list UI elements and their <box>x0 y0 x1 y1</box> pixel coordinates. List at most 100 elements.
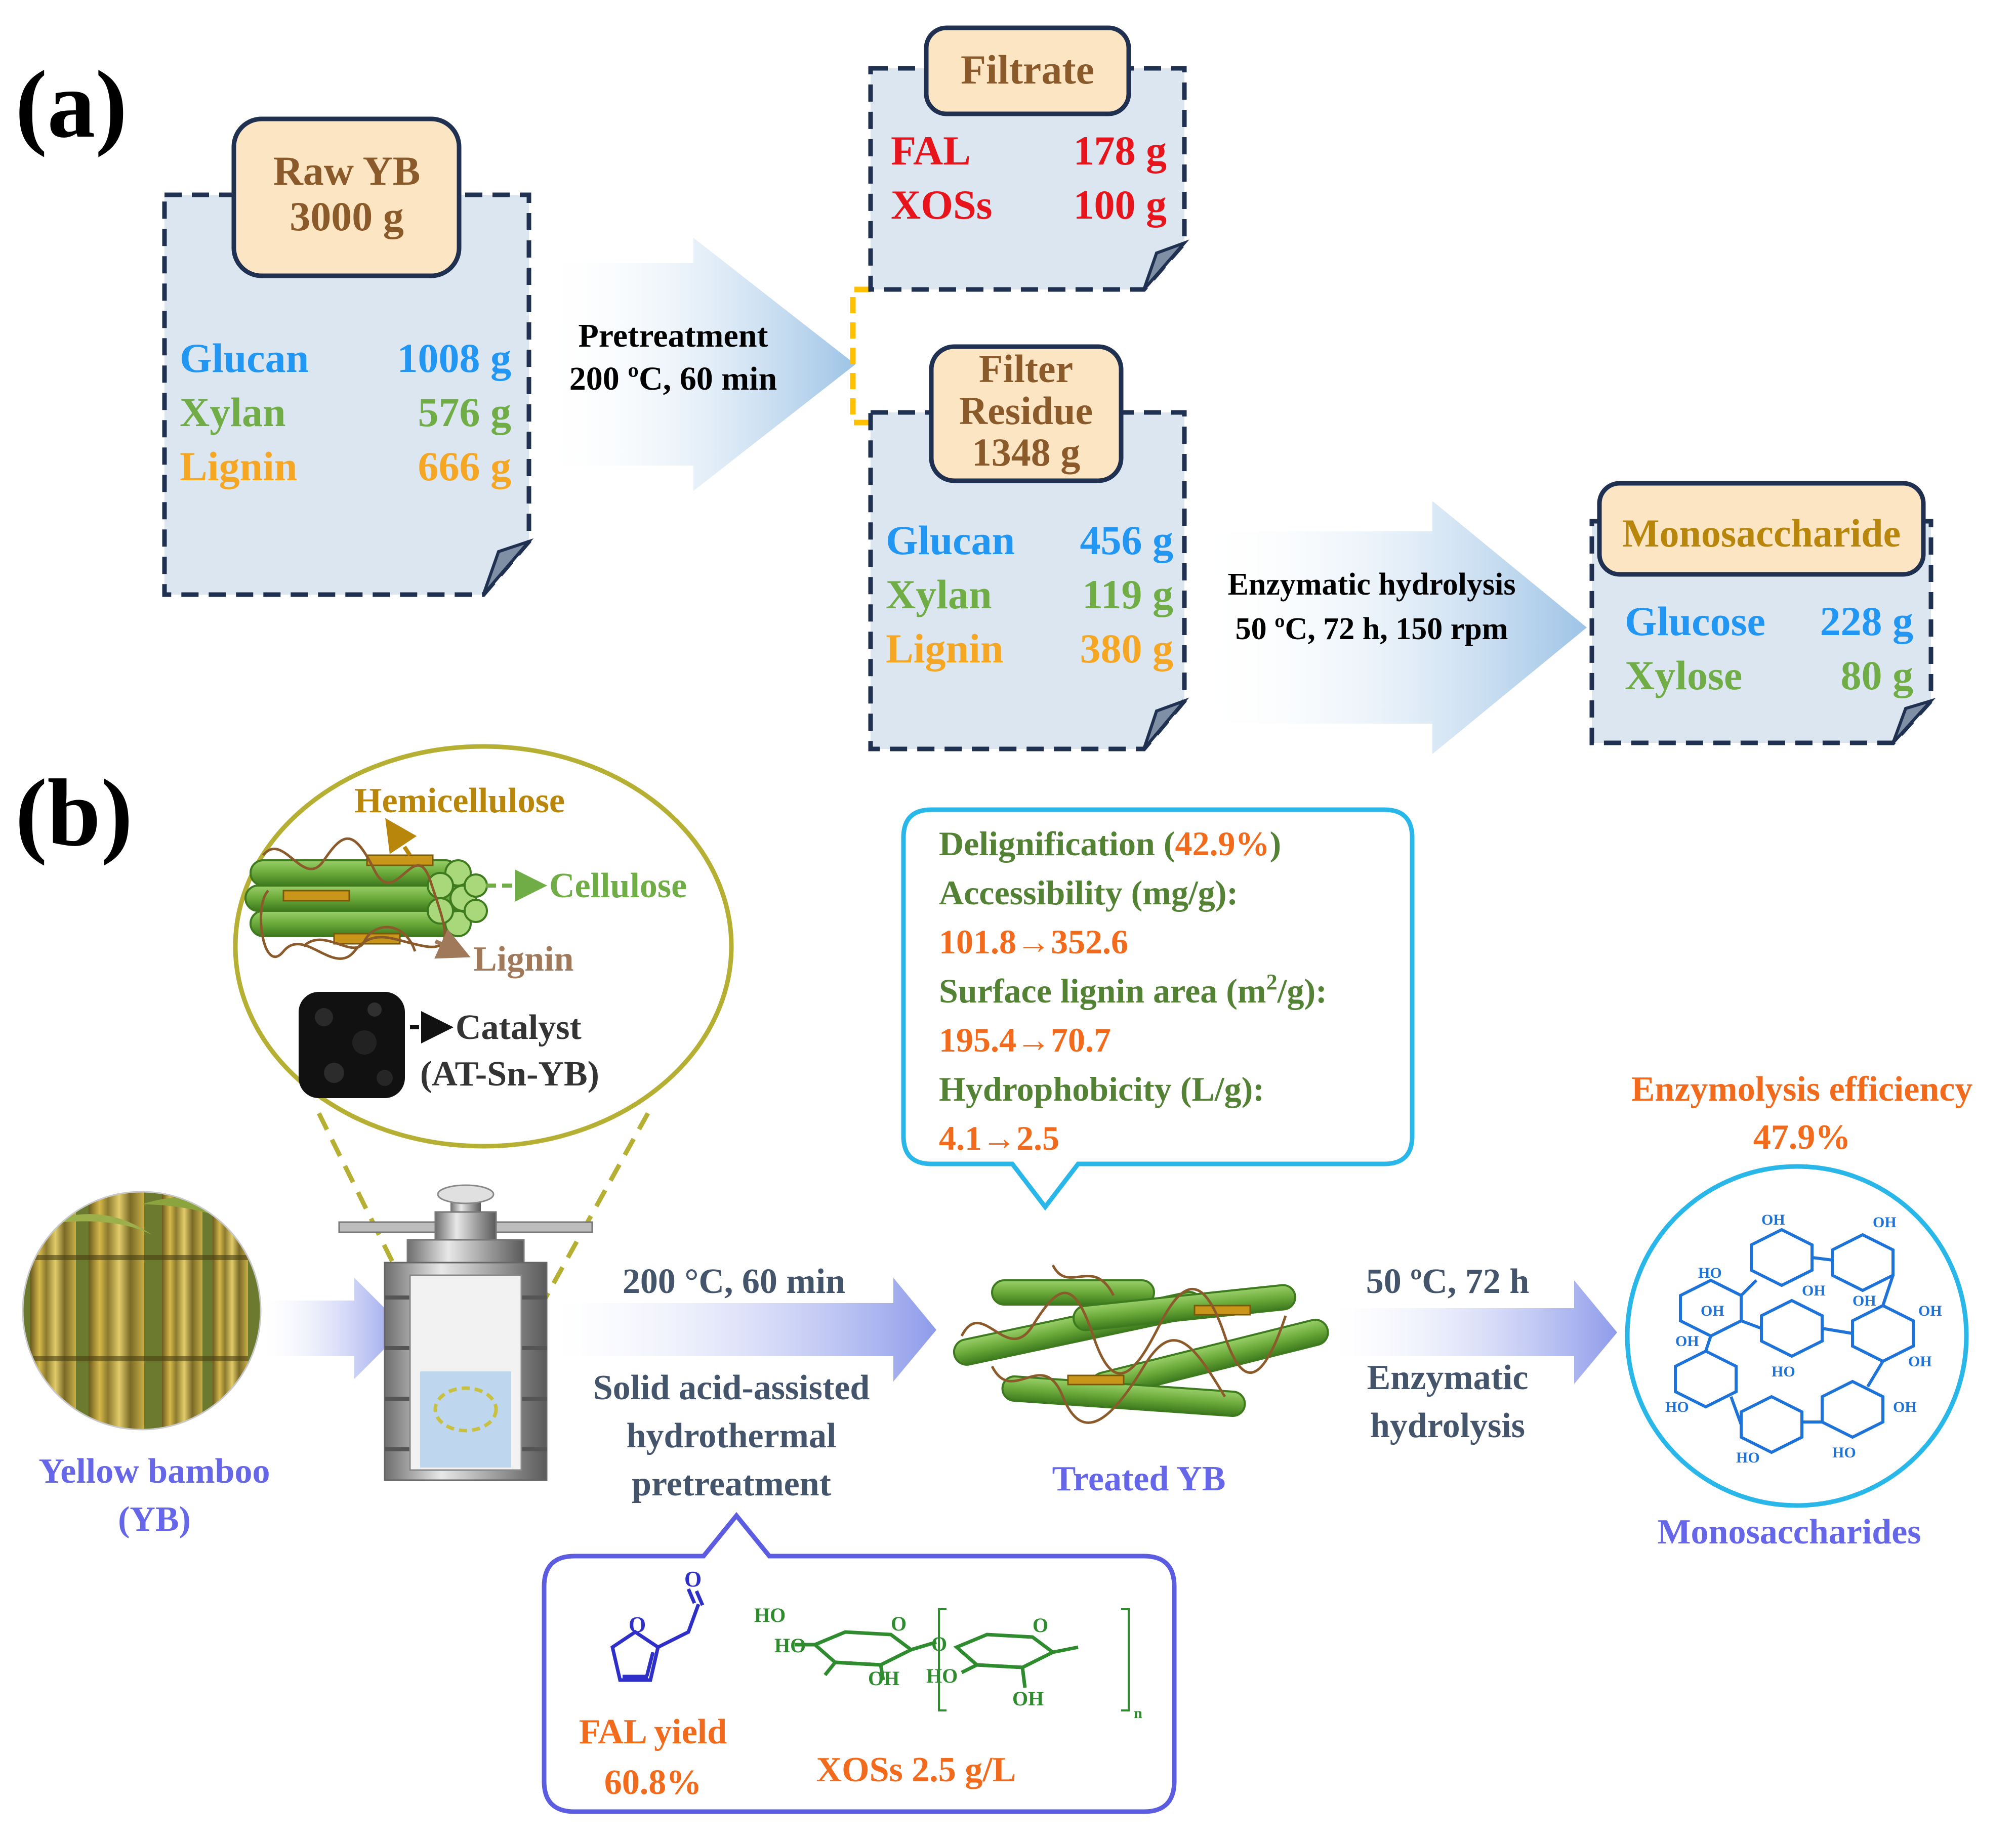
residue-component-name: Lignin <box>886 625 1003 672</box>
delignification-close: ) <box>1270 824 1282 863</box>
page-curl-icon <box>482 538 534 596</box>
filter-residue-title-2: Residue <box>959 389 1093 433</box>
enzymolysis-efficiency-value: 47.9% <box>1753 1118 1851 1157</box>
furfural-ring-oxygen: O <box>629 1612 646 1637</box>
pretreatment-label: Pretreatment <box>578 317 768 354</box>
cellulose-label: Cellulose <box>549 866 687 905</box>
surface-lignin-label: Surface lignin area (m <box>939 972 1266 1010</box>
residue-component-value: 456 g <box>1080 517 1174 563</box>
furfural-carbonyl-oxygen: O <box>684 1567 702 1592</box>
hydroxyl-label: HO <box>1772 1363 1795 1380</box>
page-curl-icon <box>1891 698 1936 744</box>
xos-atom-label: O <box>931 1633 947 1655</box>
hydroxyl-label: HO <box>1832 1444 1856 1461</box>
raw-component-value: 1008 g <box>397 335 512 381</box>
filtrate-component-value: 178 g <box>1074 128 1167 174</box>
hydrolysis-process-label-1: Enzymatic <box>1367 1358 1529 1397</box>
xos-atom-label: OH <box>868 1667 899 1690</box>
treated-yb-illustration <box>953 1264 1329 1424</box>
products-callout: O O FAL yield 60.8% n HO HO OH O O HO O … <box>542 1512 1177 1814</box>
reactor-icon <box>338 1184 593 1481</box>
hydroxyl-label: OH <box>1918 1303 1942 1319</box>
furfural-structure-icon <box>610 1588 705 1682</box>
xos-atom-label: O <box>1033 1614 1048 1637</box>
filtrate-title: Filtrate <box>961 47 1094 93</box>
svg-text:Delignification (42.9%): Delignification (42.9%) <box>939 824 1281 863</box>
pretreatment-process-arrow <box>557 1278 936 1382</box>
hydrophobicity-label: Hydrophobicity (L/g): <box>939 1070 1264 1108</box>
pretreatment-process-label-1: Solid acid-assisted <box>593 1368 870 1407</box>
hydroxyl-label: OH <box>1853 1292 1876 1309</box>
lignin-pointer <box>434 929 471 959</box>
enzymolysis-efficiency-label: Enzymolysis efficiency <box>1631 1070 1973 1109</box>
mono-component-name: Xylose <box>1625 652 1742 698</box>
hydroxyl-label: HO <box>1698 1265 1722 1281</box>
hydrophobicity-value: 4.1→2.5 <box>939 1119 1059 1157</box>
structure-zoom: Hemicellulose Cellulose Lignin Catalyst … <box>233 744 734 1149</box>
filter-residue-mass: 1348 g <box>972 430 1081 474</box>
raw-component-value: 666 g <box>418 443 512 489</box>
raw-component-value: 576 g <box>418 389 512 435</box>
xos-bracket-right <box>1121 1608 1130 1711</box>
property-callout: Delignification (42.9%) Accessibility (m… <box>901 807 1415 1211</box>
surface-lignin-value: 195.4→70.7 <box>939 1021 1111 1059</box>
raw-component-name: Lignin <box>180 443 297 489</box>
xos-atom-label: HO <box>754 1604 786 1626</box>
xos-structure-icon <box>795 1630 1079 1688</box>
filtrate-tag <box>924 25 1131 116</box>
mono-component-name: Glucose <box>1625 598 1765 644</box>
residue-component-name: Xylan <box>886 571 992 617</box>
catalyst-image <box>299 992 405 1098</box>
pretreatment-process-label-2: hydrothermal <box>627 1416 837 1455</box>
panel-b-label: (b) <box>15 760 133 866</box>
residue-component-value: 380 g <box>1080 625 1174 672</box>
pretreatment-process-conditions: 200 °C, 60 min <box>623 1262 845 1301</box>
hydroxyl-label: OH <box>1802 1282 1826 1299</box>
raw-yb-tag <box>231 116 462 278</box>
bamboo-label: Yellow bamboo <box>39 1452 270 1491</box>
xos-concentration: XOSs 2.5 g/L <box>816 1750 1016 1789</box>
bamboo-photo <box>23 1192 261 1430</box>
accessibility-label: Accessibility (mg/g): <box>939 873 1238 912</box>
fal-yield-label: FAL yield <box>579 1712 727 1751</box>
lignin-label: Lignin <box>473 940 573 979</box>
residue-component-name: Glucan <box>886 517 1015 563</box>
hemicellulose-pointer <box>385 818 417 857</box>
filtrate-component-value: 100 g <box>1074 182 1167 228</box>
enzymatic-label: Enzymatic hydrolysis <box>1228 567 1516 602</box>
hydrolysis-process-arrow <box>1336 1280 1617 1384</box>
svg-text:Surface lignin area (m2/g):: Surface lignin area (m2/g): <box>939 970 1327 1010</box>
hydroxyl-label: OH <box>1908 1353 1932 1370</box>
xos-atom-label: HO <box>774 1634 806 1657</box>
accessibility-value: 101.8→352.6 <box>939 923 1128 961</box>
feed-arrow <box>266 1278 405 1379</box>
hydrolysis-process-conditions: 50 ºC, 72 h <box>1366 1262 1530 1301</box>
catalyst-label: Catalyst <box>456 1008 582 1047</box>
monosaccharide-title: Monosaccharide <box>1622 511 1901 555</box>
hemicellulose-label: Hemicellulose <box>354 781 565 820</box>
treated-yb-label: Treated YB <box>1052 1459 1226 1498</box>
residue-component-value: 119 g <box>1082 571 1173 617</box>
monosaccharide-tag <box>1597 481 1926 577</box>
xos-repeat-n: n <box>1134 1705 1142 1722</box>
enzymatic-conditions: 50 ºC, 72 h, 150 rpm <box>1236 612 1508 646</box>
pretreatment-conditions: 200 ºC, 60 min <box>569 360 777 397</box>
monosaccharides-label: Monosaccharides <box>1657 1513 1921 1552</box>
hydroxyl-label: OH <box>1893 1399 1917 1415</box>
xos-bracket-left <box>938 1608 947 1711</box>
hydroxyl-label: OH <box>1873 1214 1897 1231</box>
delignification-label: Delignification ( <box>939 824 1175 863</box>
page-curl-icon <box>1142 239 1189 290</box>
fal-yield-value: 60.8% <box>604 1763 702 1802</box>
xos-atom-label: O <box>891 1612 907 1635</box>
hydroxyl-label: OH <box>1701 1303 1724 1319</box>
split-bracket <box>850 286 871 426</box>
mono-component-value: 228 g <box>1820 598 1914 644</box>
page-curl-icon <box>1142 697 1189 750</box>
filter-residue-tag <box>929 344 1124 483</box>
delignification-value: 42.9% <box>1175 824 1270 863</box>
bamboo-abbrev: (YB) <box>118 1500 191 1539</box>
